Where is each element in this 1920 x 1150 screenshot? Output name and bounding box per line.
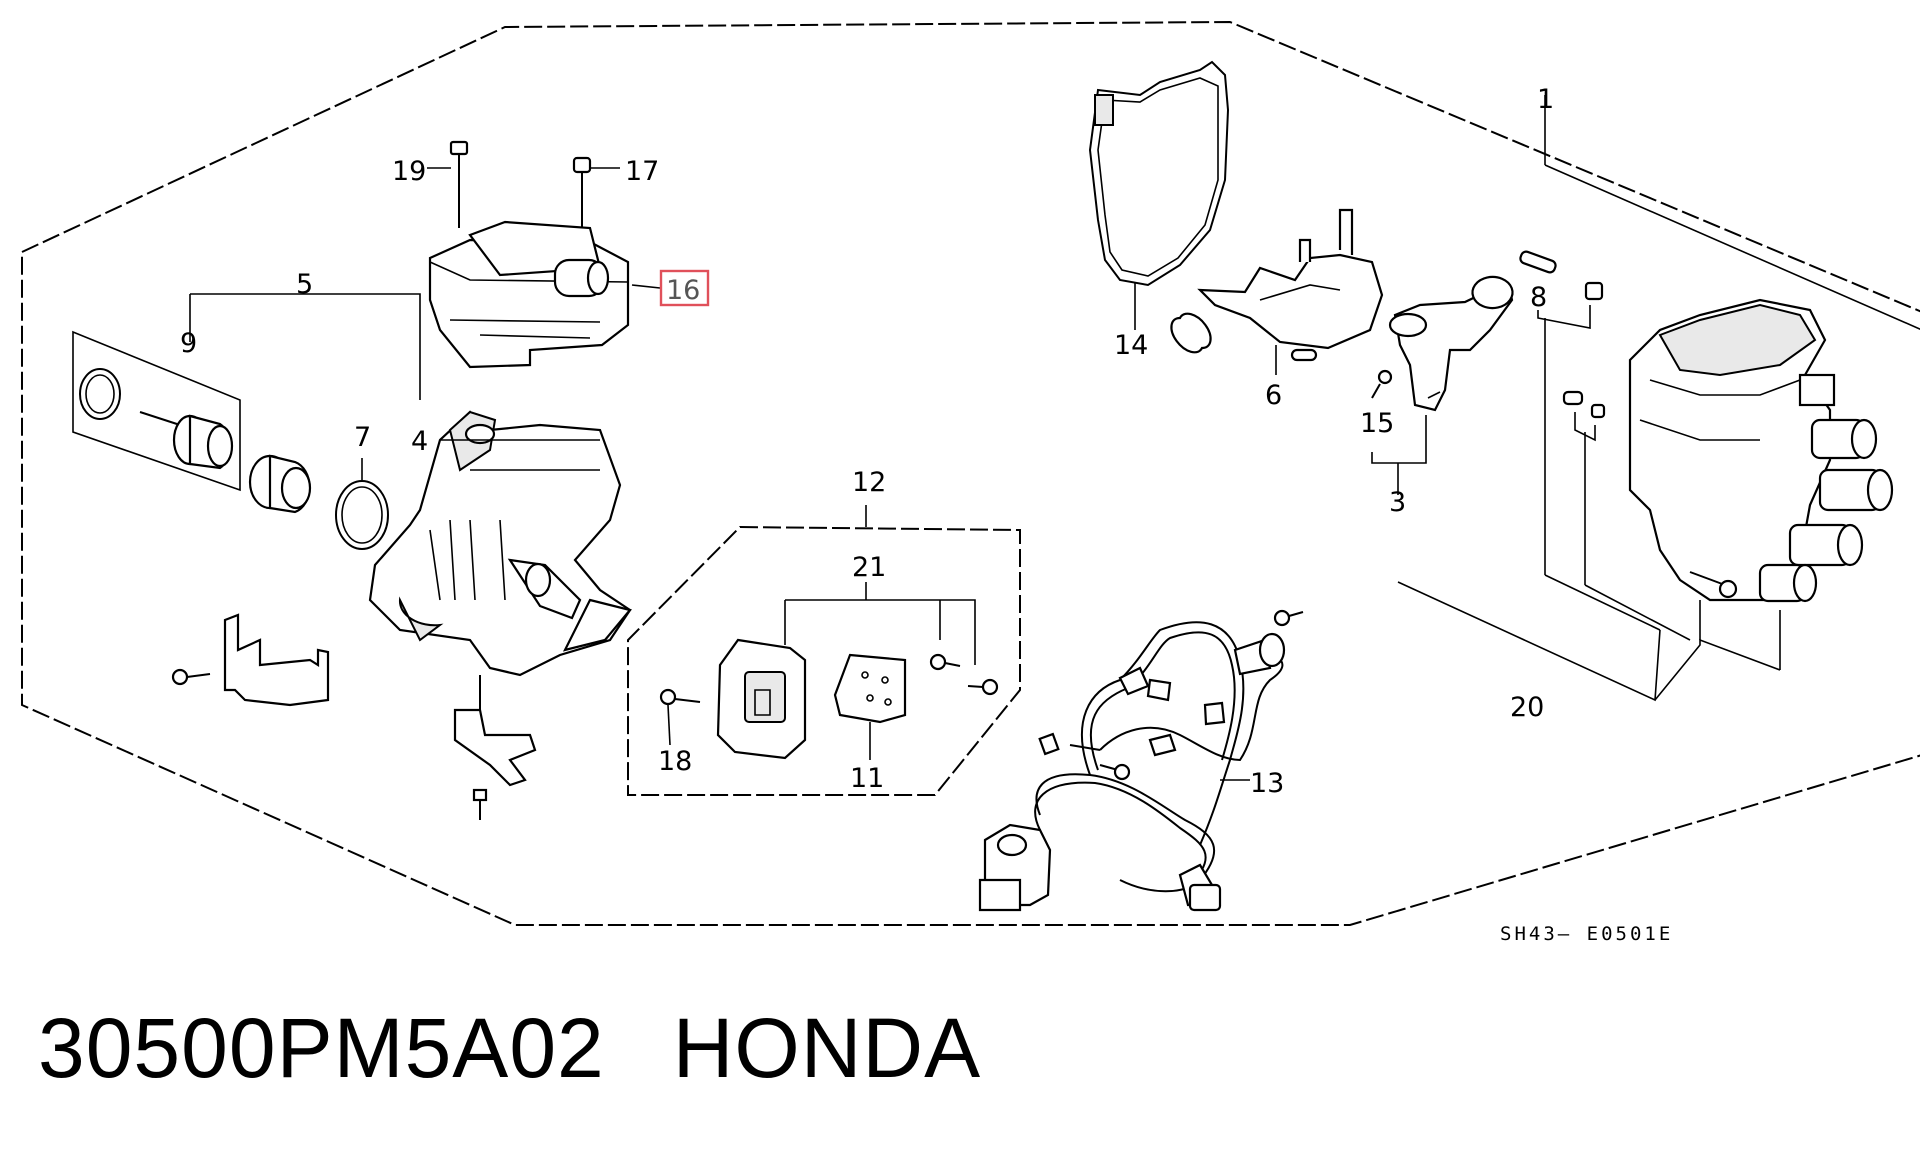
oring-9-icon (79, 368, 121, 420)
screw-icon (1689, 571, 1738, 599)
distributor-housing (368, 410, 632, 720)
callout-13: 13 (1250, 768, 1284, 799)
screw-icon (171, 668, 211, 686)
rotor (1388, 275, 1514, 412)
callout-15: 15 (1360, 408, 1394, 439)
ignition-coil (428, 150, 630, 369)
callout-labels: 1 3 4 5 6 7 8 9 11 12 13 14 15 16 17 18 … (180, 84, 1554, 799)
callout-21: 21 (852, 552, 886, 583)
part-caption: 30500PM5A02 HONDA (38, 1000, 981, 1097)
callout-6: 6 (1265, 380, 1282, 411)
screw-icon (1584, 281, 1604, 301)
seal-kit-bracket (72, 293, 421, 492)
callout-7: 7 (354, 422, 371, 453)
wire-harness (978, 609, 1304, 912)
callout-14: 14 (1114, 330, 1148, 361)
igniter-kit-outline (627, 525, 1021, 796)
dust-cover (1170, 208, 1384, 375)
screw-icon (1099, 763, 1131, 781)
bolt-19-icon (449, 140, 469, 192)
callout-8: 8 (1530, 282, 1547, 313)
diagram-frame (21, 20, 1920, 926)
sensor-bracket (223, 613, 330, 707)
screw-18-icon (659, 688, 701, 746)
screw-icon (1273, 609, 1304, 627)
screw-icon (472, 788, 488, 820)
cap-gasket (1088, 60, 1230, 287)
screw-icon (929, 653, 961, 671)
callout-19: 19 (392, 156, 426, 187)
callout-16: 16 (666, 275, 700, 306)
seal-9-icon (172, 414, 234, 470)
callout-20: 20 (1510, 692, 1544, 723)
screw-icon (1590, 403, 1606, 419)
callout-18: 18 (658, 746, 692, 777)
callout-3: 3 (1389, 487, 1406, 518)
callout-16-highlight (659, 269, 710, 307)
part-number: 30500PM5A02 (38, 1001, 605, 1095)
bushing-icon (248, 454, 312, 514)
distributor-cap (1628, 298, 1894, 603)
carbon-brush-icon (1562, 390, 1584, 406)
carbon-brush-icon (1519, 250, 1557, 274)
screw-15-icon (1371, 369, 1393, 399)
mount-plate (833, 653, 907, 760)
bolt-17-icon (572, 156, 592, 188)
retaining-clip (453, 708, 537, 787)
callout-1: 1 (1537, 84, 1554, 115)
callout-17: 17 (625, 156, 659, 187)
drawing-code: SH43– E0501E (1500, 923, 1673, 945)
brand-name: HONDA (672, 1001, 982, 1095)
callout-5: 5 (296, 269, 313, 300)
screw-icon (967, 678, 999, 696)
igniter-unit (716, 638, 807, 760)
igniter-bracket (784, 599, 976, 665)
callout-12: 12 (852, 467, 886, 498)
callout-9: 9 (180, 328, 197, 359)
oring-7-icon (335, 480, 389, 550)
callout-4: 4 (411, 426, 428, 457)
callout-11: 11 (850, 763, 884, 794)
